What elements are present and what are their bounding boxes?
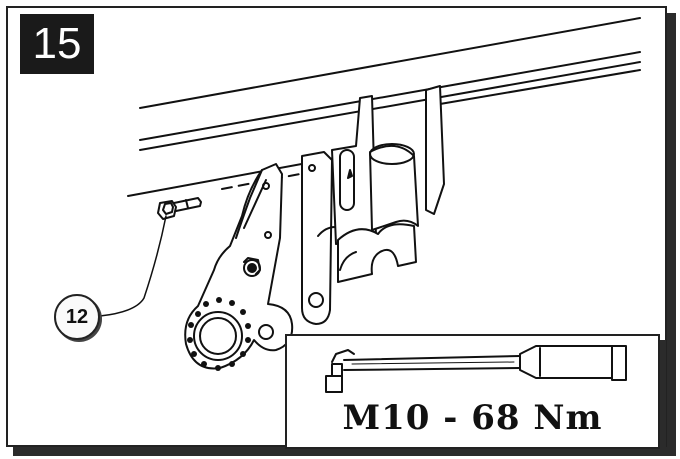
mounting-bracket (184, 163, 294, 371)
part-callout: 12 (54, 294, 100, 340)
leader-line (99, 215, 167, 317)
bolt-icon (157, 197, 202, 220)
torque-wrench-icon (325, 345, 627, 393)
clamp-saddle (337, 143, 419, 283)
hanger-plate (301, 151, 343, 325)
slotted-bracket (331, 85, 445, 245)
torque-spec-label: M10 - 68 Nm (342, 398, 603, 438)
step-number-badge: 15 (20, 14, 94, 74)
